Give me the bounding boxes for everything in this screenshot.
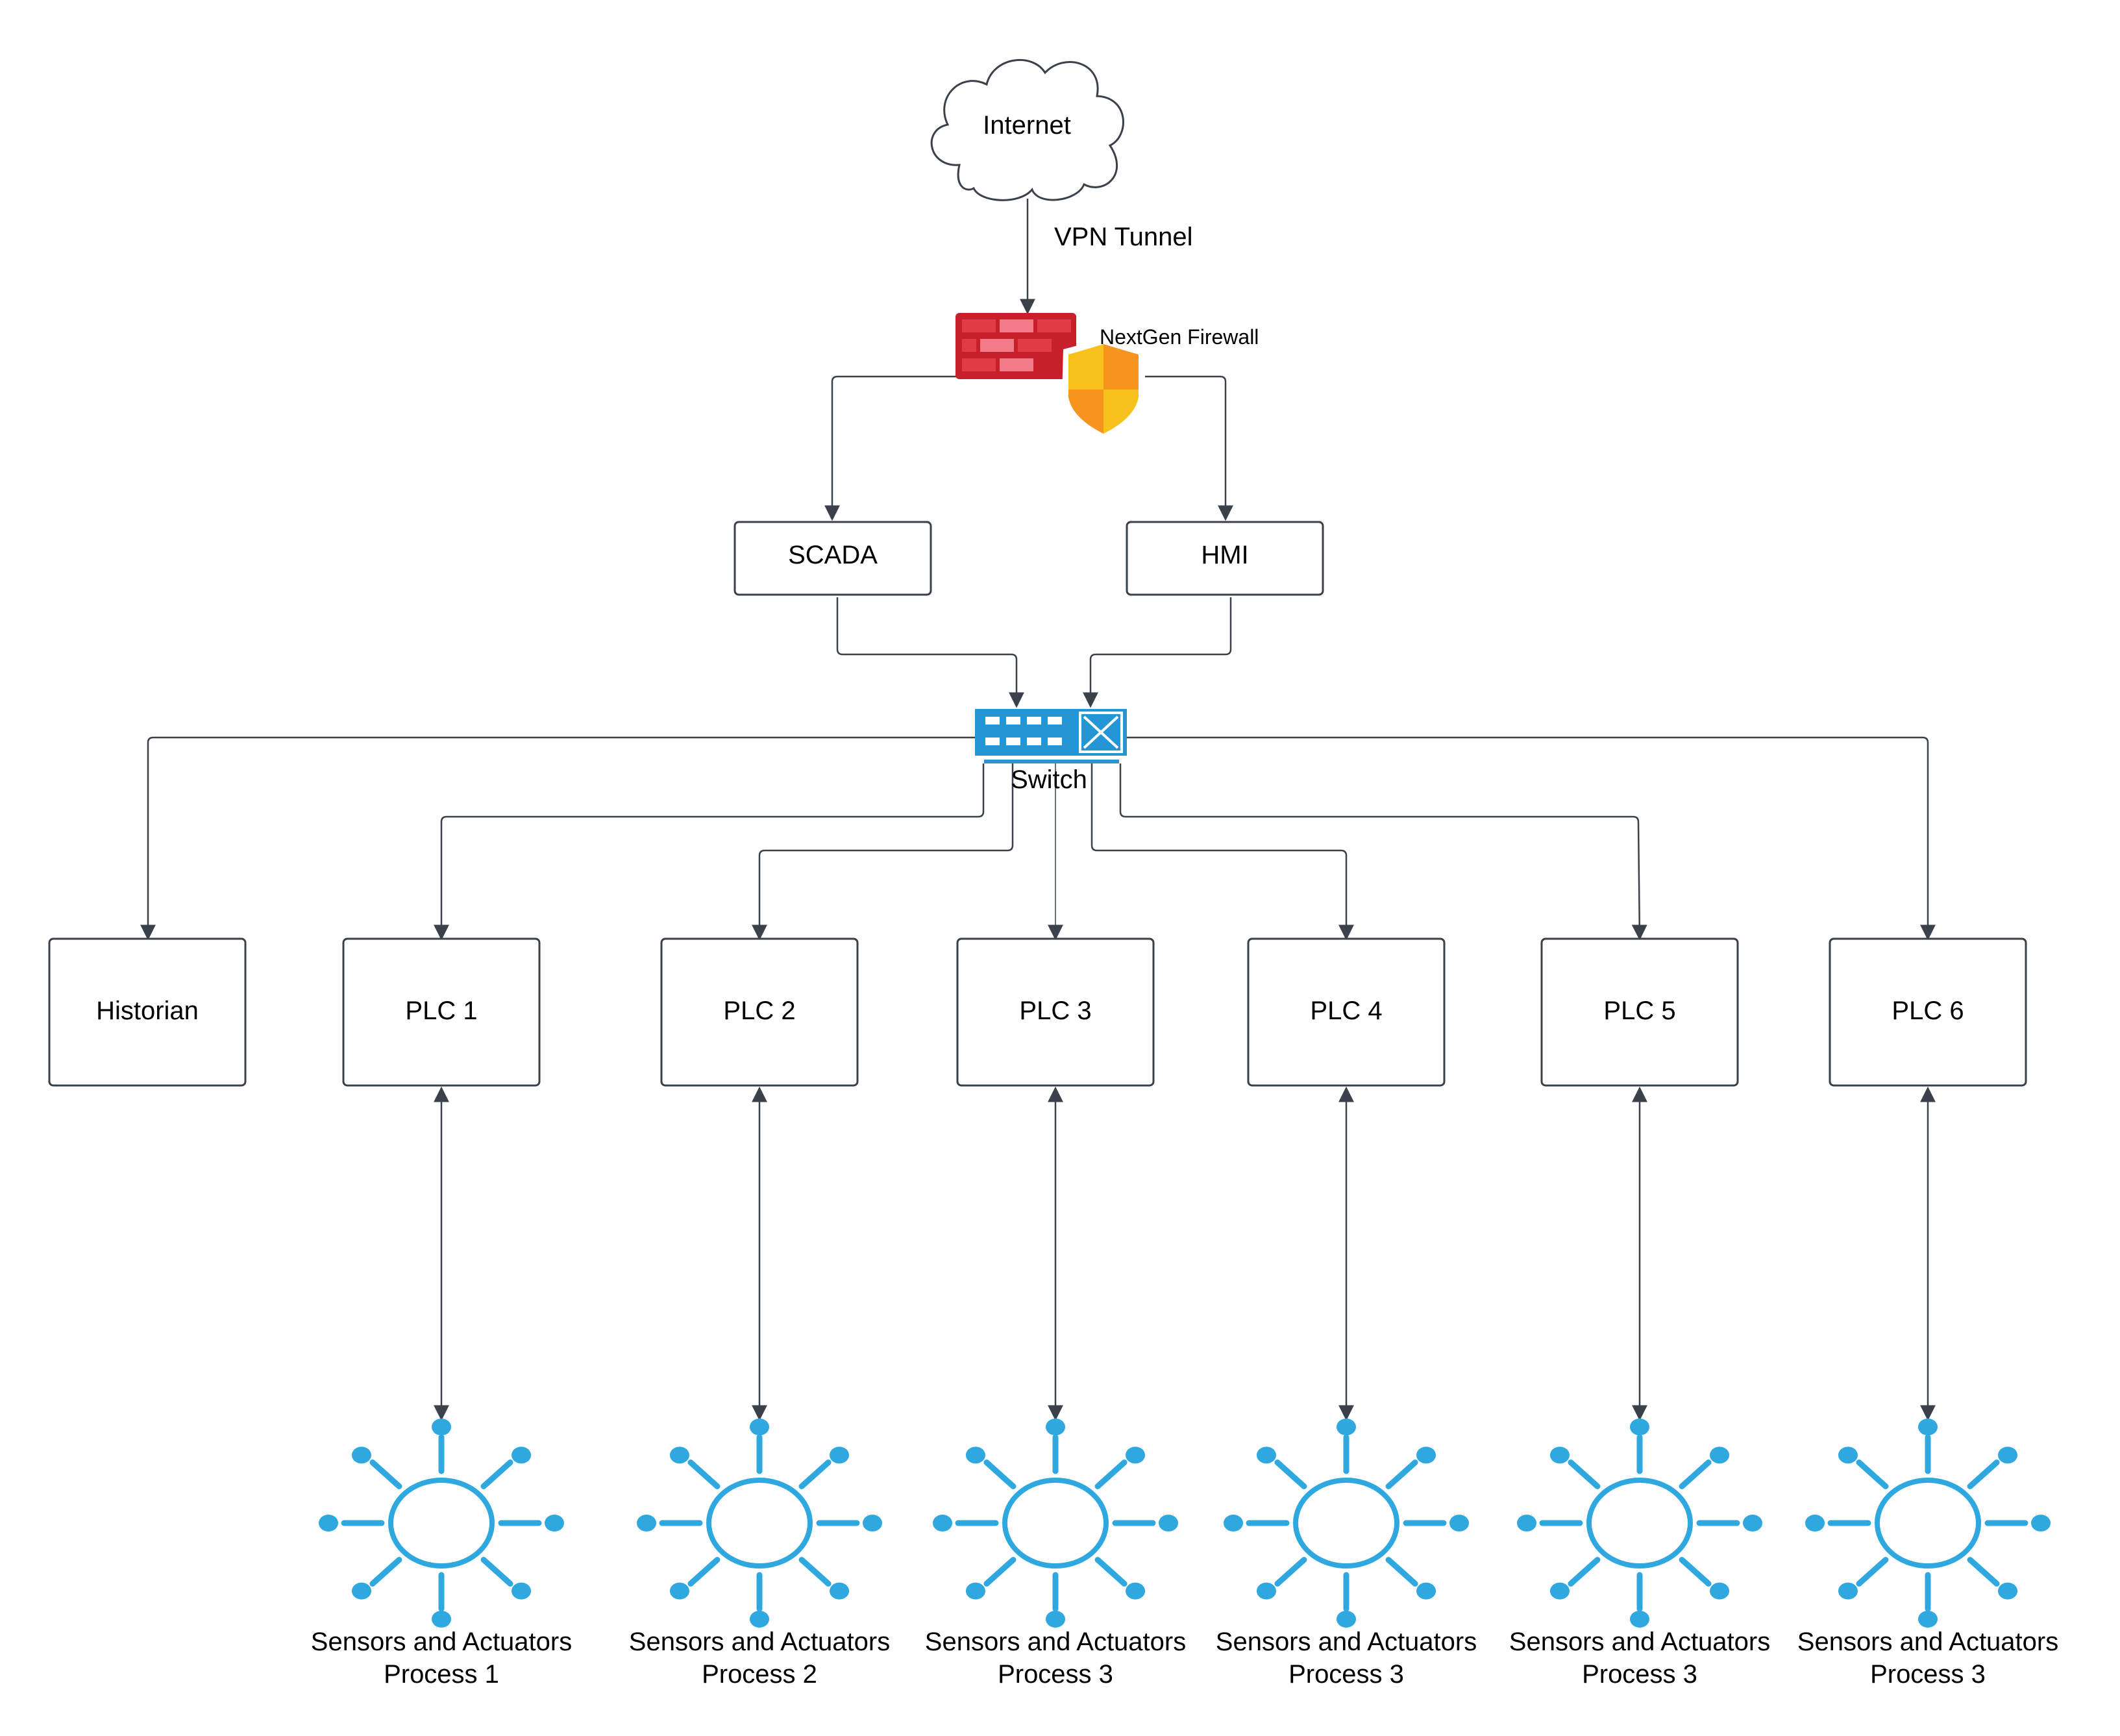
process-name: Process 3	[1870, 1660, 1986, 1689]
plc-layer: PLC 1 PLC 2 PLC 3 PLC 4 PLC 5 PLC 6	[342, 937, 2027, 1421]
historian-node: Historian	[48, 937, 247, 1087]
plc-node: PLC 3	[956, 937, 1155, 1087]
plc-box	[1829, 937, 2027, 1087]
connector-hmi-switch	[1083, 597, 1232, 708]
internet-cloud: Internet	[930, 58, 1124, 201]
hmi-label: HMI	[1201, 541, 1248, 569]
firewall-label: NextGen Firewall	[1100, 325, 1259, 349]
switch-label: Switch	[1011, 765, 1087, 794]
sensor-network-icon	[933, 1419, 1178, 1628]
plc-label: PLC 2	[723, 997, 795, 1025]
process-name: Process 1	[384, 1660, 499, 1689]
switch-icon	[975, 709, 1127, 763]
sensor-network-icon	[1517, 1419, 1762, 1628]
connector-switch-historian	[140, 736, 976, 941]
plc-box	[660, 937, 859, 1087]
connector-switch-plc2	[752, 763, 1014, 941]
cloud-icon	[930, 58, 1124, 201]
firewall: NextGen Firewall	[955, 313, 1259, 441]
sensor-network-icon	[1224, 1419, 1469, 1628]
plc-node: PLC 1	[342, 937, 541, 1087]
process-title: Sensors and Actuators	[1509, 1628, 1770, 1656]
connector-switch-plc5	[1119, 763, 1647, 941]
connector-firewall-hmi	[1097, 375, 1233, 521]
scada-label: SCADA	[788, 541, 878, 569]
process-name: Process 2	[702, 1660, 817, 1689]
shield-icon	[1062, 338, 1145, 441]
plc-box	[956, 937, 1155, 1087]
hmi-box	[1126, 521, 1324, 596]
plc-node: PLC 4	[1247, 937, 1446, 1087]
internet-label: Internet	[983, 111, 1071, 140]
process-title: Sensors and Actuators	[925, 1628, 1186, 1656]
process-name: Process 3	[1288, 1660, 1404, 1689]
switch-node: Switch	[975, 709, 1127, 794]
plc-node: PLC 6	[1829, 937, 2027, 1087]
process-title: Sensors and Actuators	[311, 1628, 572, 1656]
sensor-network-icon	[319, 1419, 564, 1628]
plc-label: PLC 4	[1310, 997, 1382, 1025]
connector-firewall-scada	[824, 375, 967, 521]
process-title: Sensors and Actuators	[629, 1628, 890, 1656]
sensor-network-icon	[637, 1419, 882, 1628]
plc-label: PLC 1	[405, 997, 477, 1025]
firewall-icon	[955, 313, 1076, 379]
historian-label: Historian	[96, 997, 199, 1025]
plc-box	[342, 937, 541, 1087]
historian-box	[48, 937, 247, 1087]
connector-switch-plc1	[434, 763, 985, 941]
plc-label: PLC 5	[1603, 997, 1675, 1025]
plc-box	[1540, 937, 1739, 1087]
connectors	[140, 199, 1936, 941]
hmi-node: HMI	[1126, 521, 1324, 596]
vpn-tunnel-label: VPN Tunnel	[1054, 223, 1192, 251]
process-name: Process 3	[1582, 1660, 1697, 1689]
process-name: Process 3	[998, 1660, 1113, 1689]
scada-box	[733, 521, 932, 596]
sensor-network-icon	[1805, 1419, 2051, 1628]
connector-switch-plc4	[1091, 763, 1354, 941]
process-title: Sensors and Actuators	[1797, 1628, 2058, 1656]
plc-box	[1247, 937, 1446, 1087]
plc-label: PLC 6	[1892, 997, 1964, 1025]
connector-scada-switch	[836, 597, 1024, 708]
connector-switch-plc6	[1127, 736, 1936, 941]
process-title: Sensors and Actuators	[1216, 1628, 1477, 1656]
plc-label: PLC 3	[1019, 997, 1091, 1025]
scada-node: SCADA	[733, 521, 932, 596]
plc-node: PLC 2	[660, 937, 859, 1087]
plc-node: PLC 5	[1540, 937, 1739, 1087]
